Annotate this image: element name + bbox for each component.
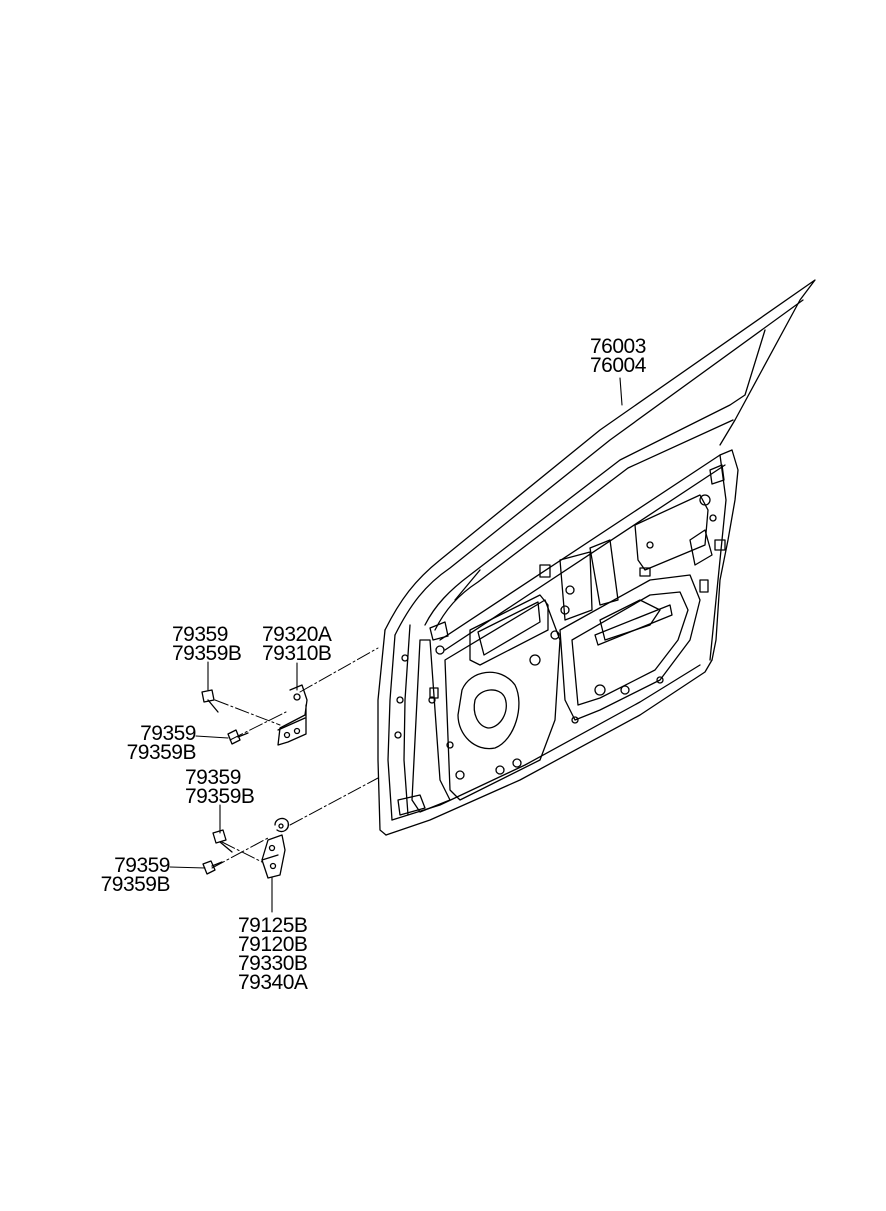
part-number: 79359B (100, 873, 171, 896)
part-number: 76004 (590, 354, 646, 377)
callout-upper-bolt-side: 79359 79359B (120, 722, 197, 764)
part-number: 79310B (262, 642, 332, 665)
part-number: 76003 (590, 335, 646, 358)
lower-hinge-part (261, 817, 289, 879)
part-number: 79359 (140, 722, 196, 745)
part-number: 79359B (126, 741, 197, 764)
bolt-upper-top (201, 689, 219, 713)
leader-door (619, 377, 623, 406)
part-number: 79330B (238, 952, 308, 975)
part-number: 79359 (172, 623, 228, 646)
bolt-upper-side (227, 729, 249, 745)
bolt-lower-top (212, 829, 233, 853)
part-number: 79340A (238, 971, 308, 994)
part-number: 79359 (185, 766, 241, 789)
callout-lower-bolt-top: 79359 79359B (185, 766, 255, 808)
callout-lower-bolt-side: 79359 79359B (94, 854, 171, 896)
part-number: 79359B (185, 785, 255, 808)
callout-upper-hinge: 79320A 79310B (262, 623, 332, 665)
callout-door-panel: 76003 76004 (590, 335, 646, 377)
callout-lower-hinge: 79125B 79120B 79330B 79340A (238, 914, 308, 994)
part-number: 79320A (262, 623, 332, 646)
callout-upper-bolt-top: 79359 79359B (172, 623, 242, 665)
part-number: 79125B (238, 914, 308, 937)
front-door-panel (377, 279, 816, 836)
bolt-lower-side (202, 860, 223, 875)
upper-hinge-part (277, 684, 308, 746)
part-number: 79359B (172, 642, 242, 665)
part-number: 79120B (238, 933, 308, 956)
part-number: 79359 (114, 854, 170, 877)
